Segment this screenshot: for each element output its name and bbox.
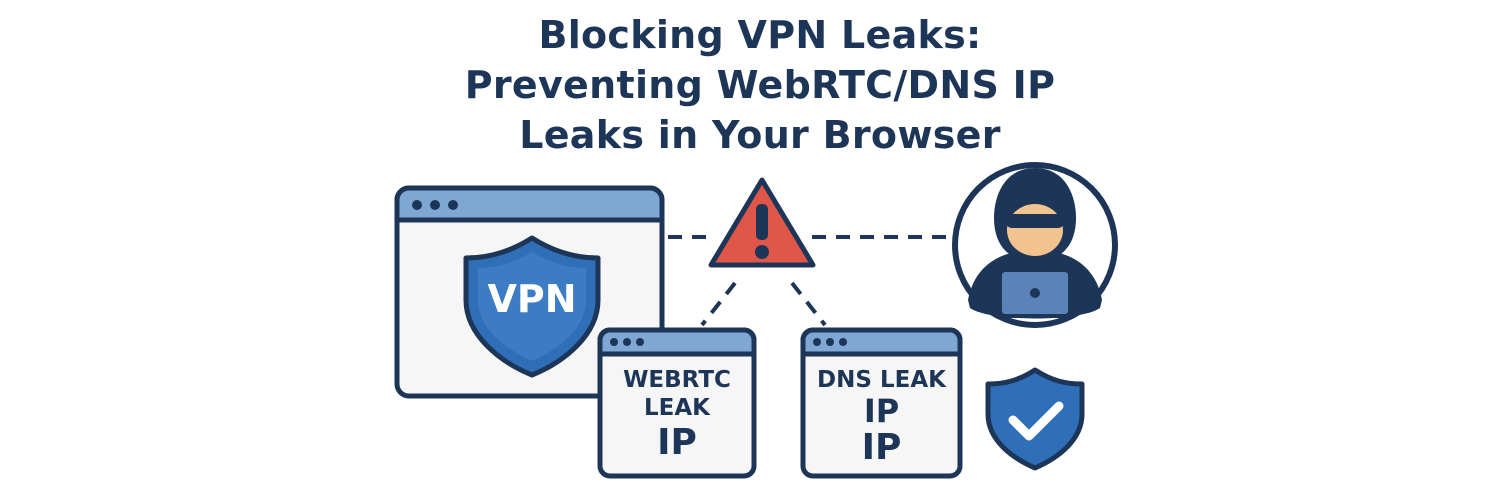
check-shield-icon bbox=[985, 367, 1085, 471]
title-line-3: Leaks in Your Browser bbox=[519, 113, 1001, 157]
webrtc-line-2: LEAK bbox=[644, 395, 710, 421]
window-dot bbox=[610, 338, 618, 346]
warning-triangle-icon bbox=[708, 177, 816, 268]
window-dot bbox=[448, 200, 458, 210]
webrtc-leak-window bbox=[597, 327, 757, 479]
webrtc-line-3: IP bbox=[657, 422, 697, 463]
connectors bbox=[668, 235, 950, 327]
window-dot bbox=[412, 200, 422, 210]
dns-leak-window bbox=[800, 327, 963, 479]
webrtc-line-1: WEBRTC bbox=[623, 367, 731, 393]
window-dot bbox=[636, 338, 644, 346]
window-dot bbox=[813, 338, 821, 346]
window-dot bbox=[839, 338, 847, 346]
vpn-browser-window bbox=[394, 185, 665, 399]
window-dot bbox=[826, 338, 834, 346]
connector-warning-dns bbox=[790, 281, 827, 327]
webrtc-leak-label: WEBRTC LEAK IP bbox=[600, 366, 754, 464]
dns-line-1: DNS LEAK bbox=[817, 367, 946, 393]
dns-line-3: IP bbox=[861, 427, 902, 468]
window-dot bbox=[430, 200, 440, 210]
dns-line-2: IP bbox=[863, 392, 900, 430]
vpn-shield-label: VPN bbox=[487, 277, 577, 321]
connector-warning-webrtc bbox=[700, 281, 737, 327]
page-title: Blocking VPN Leaks: Preventing WebRTC/DN… bbox=[380, 10, 1140, 160]
title-line-2: Preventing WebRTC/DNS IP bbox=[464, 63, 1056, 107]
hacker-icon bbox=[952, 162, 1118, 328]
window-dot bbox=[623, 338, 631, 346]
dns-leak-label: DNS LEAK IP IP bbox=[803, 366, 960, 468]
vpn-shield-icon bbox=[463, 235, 601, 378]
title-line-1: Blocking VPN Leaks: bbox=[538, 13, 982, 57]
